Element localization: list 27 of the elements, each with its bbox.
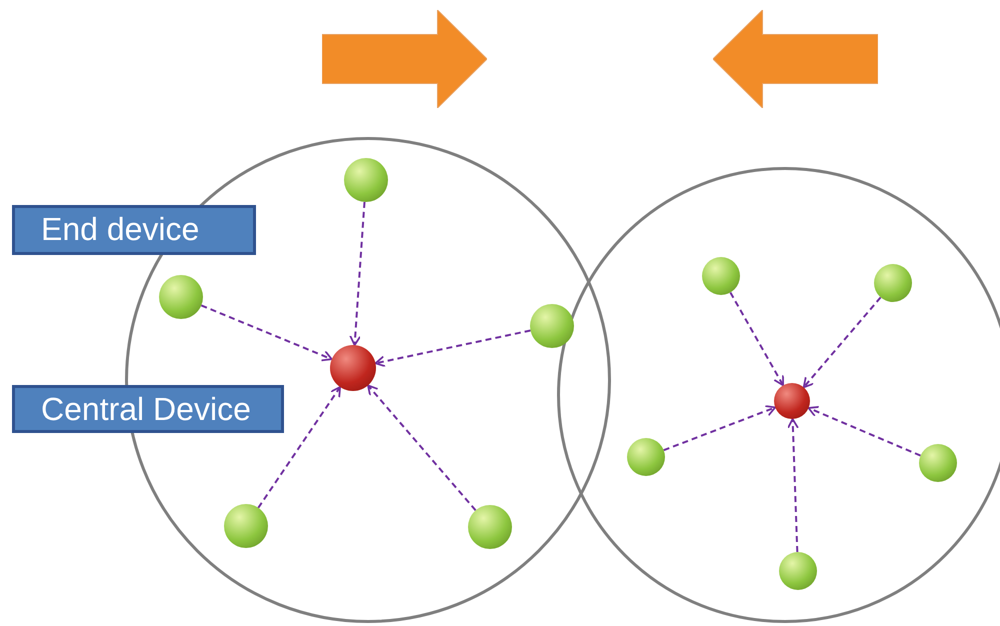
device-node: [468, 505, 512, 549]
device-node: [224, 504, 268, 548]
arrow: [200, 304, 333, 362]
hub-node: [330, 345, 376, 391]
range-circle: [557, 167, 1000, 623]
device-node: [627, 438, 665, 476]
arrow: [663, 405, 776, 452]
device-node: [919, 444, 957, 482]
arrow: [787, 418, 799, 552]
arrow: [349, 202, 366, 346]
arrow: [802, 296, 882, 388]
arrow: [730, 292, 784, 386]
hub-node: [774, 383, 810, 419]
label-box: Central Device: [12, 385, 284, 433]
arrow: [374, 330, 531, 368]
arrow: [257, 386, 341, 508]
device-node: [159, 275, 203, 319]
arrow: [808, 406, 921, 457]
device-node: [702, 257, 740, 295]
device-node: [874, 264, 912, 302]
device-node: [779, 552, 817, 590]
arrow: [367, 384, 476, 511]
block-arrow: [322, 10, 487, 108]
block-arrow: [713, 10, 878, 108]
device-node: [530, 304, 574, 348]
label-box: End device: [12, 205, 256, 255]
device-node: [344, 158, 388, 202]
